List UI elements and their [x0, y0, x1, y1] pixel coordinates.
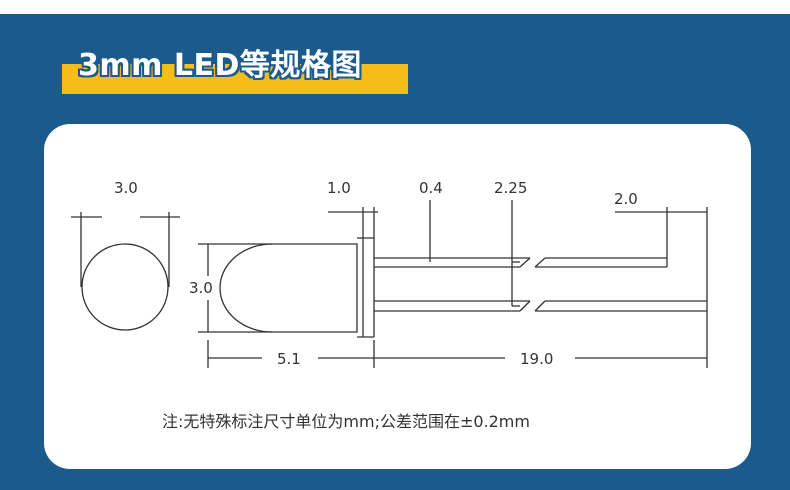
label-lead-thickness: 0.4 — [419, 179, 443, 197]
label-body-length: 5.1 — [277, 350, 301, 368]
label-lead-offset: 2.0 — [614, 190, 638, 208]
page-title: 3mm LED等规格图 — [78, 48, 362, 83]
top-strip — [0, 0, 790, 14]
title-highlight-bar — [62, 64, 408, 94]
lead-top-break-left — [519, 257, 531, 268]
lead-top-break-right — [534, 257, 546, 268]
lead-bottom-break-right — [534, 300, 546, 312]
label-body-height: 3.0 — [189, 279, 213, 297]
lead-bottom-break-left — [519, 300, 531, 312]
label-lens-gap: 1.0 — [327, 179, 351, 197]
label-lead-spacing: 2.25 — [494, 179, 527, 197]
label-lead-length: 19.0 — [520, 350, 553, 368]
title-banner: 3mm LED等规格图 — [62, 44, 408, 94]
led-top-view-circle — [81, 243, 169, 331]
led-body-outline — [219, 243, 358, 333]
footnote: 注:无特殊标注尺寸单位为mm;公差范围在±0.2mm — [162, 412, 530, 431]
spec-card — [44, 124, 751, 469]
label-diameter-top: 3.0 — [114, 179, 138, 197]
